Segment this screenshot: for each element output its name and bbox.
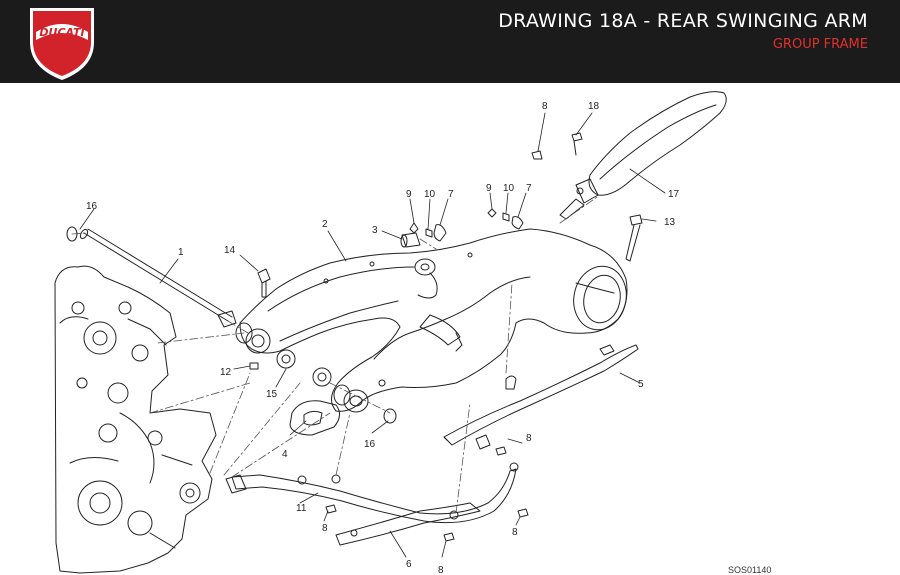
- callout-12: 12: [220, 367, 232, 378]
- callout-17: 17: [668, 189, 680, 200]
- chain-guard-17: [559, 91, 727, 220]
- callout-16-left: 16: [86, 201, 98, 212]
- page-title: DRAWING 18A - REAR SWINGING ARM: [498, 10, 868, 32]
- screw-8-slider: [495, 446, 507, 456]
- chain-slider-5: [443, 344, 639, 450]
- callout-15: 15: [266, 389, 278, 400]
- callout-2: 2: [322, 219, 328, 230]
- screw-8-top: [531, 150, 543, 160]
- washer-15a: [276, 349, 296, 369]
- exploded-diagram: 1 2 3 4 5 6 7 7 8 8 8 8 8 9 9 10 10 11 1…: [54, 91, 771, 575]
- logo-text: DUCATI: [39, 26, 84, 39]
- callout-18: 18: [588, 101, 600, 112]
- nut-12: [249, 362, 259, 370]
- callout-11: 11: [296, 503, 307, 514]
- callout-8-lower-far: 8: [512, 527, 518, 538]
- screw-8-lower-right: [443, 532, 455, 542]
- chain-guide-6: [225, 462, 519, 546]
- callout-8-lower-right: 8: [438, 565, 444, 575]
- callout-9-left: 9: [406, 189, 412, 200]
- callout-16-right: 16: [364, 439, 376, 450]
- leader-lines: [79, 112, 666, 558]
- callout-14: 14: [224, 245, 236, 256]
- callout-10-left: 10: [424, 189, 436, 200]
- callout-labels: 1 2 3 4 5 6 7 7 8 8 8 8 8 9 9 10 10 11 1…: [86, 101, 680, 575]
- ducati-logo: DUCATI: [30, 8, 94, 80]
- fastener-group-right: [487, 208, 524, 230]
- callout-7-left: 7: [448, 189, 454, 200]
- callout-8-lower-left: 8: [322, 523, 328, 534]
- washer-16-right: [383, 408, 397, 424]
- callout-5: 5: [638, 379, 644, 390]
- callout-3: 3: [372, 225, 378, 236]
- screw-8-lower-left: [325, 504, 337, 514]
- callout-10-right: 10: [503, 183, 515, 194]
- engine-block: [54, 265, 217, 574]
- cover-4: [289, 400, 340, 436]
- swingarm: [235, 228, 628, 413]
- callout-7-right: 7: [526, 183, 532, 194]
- screw-8-lower-far: [517, 508, 529, 518]
- callout-4: 4: [282, 449, 288, 460]
- callout-1: 1: [178, 247, 184, 258]
- swingarm-spindle: [79, 228, 237, 328]
- callout-8-slider: 8: [526, 433, 532, 444]
- screw-18-shank: [573, 140, 577, 156]
- callout-8-top: 8: [542, 101, 548, 112]
- bolt-13: [625, 214, 643, 262]
- drawing-code: SOS01140: [728, 565, 771, 575]
- washer-15b: [312, 367, 332, 387]
- pin-3: [400, 232, 421, 248]
- assembly-lines: [71, 194, 601, 514]
- callout-9-right: 9: [486, 183, 492, 194]
- callout-6: 6: [406, 559, 412, 570]
- header-bar: DUCATI DRAWING 18A - REAR SWINGING ARM G…: [0, 0, 900, 83]
- callout-13: 13: [664, 217, 676, 228]
- bolt-14: [257, 268, 271, 298]
- page-subtitle: GROUP FRAME: [772, 37, 868, 52]
